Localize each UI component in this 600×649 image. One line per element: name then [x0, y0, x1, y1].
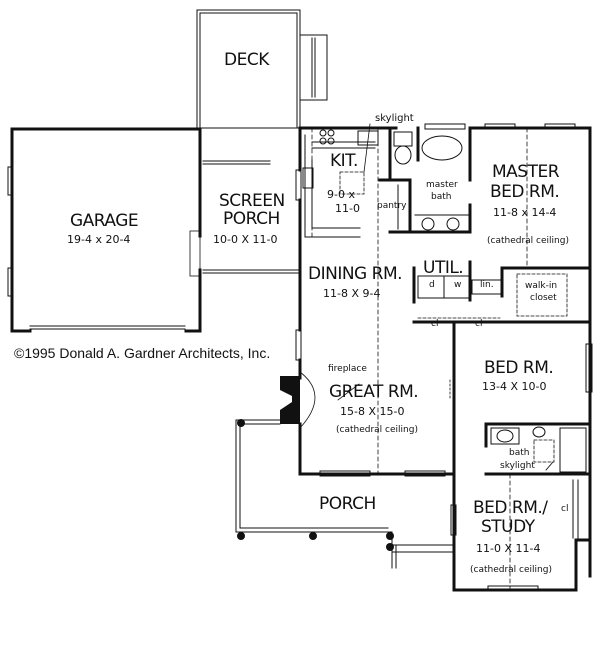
master-bed-label-2: BED RM.	[490, 182, 560, 202]
master-bed-label-1: MASTER	[492, 162, 560, 182]
garage-size: 19-4 x 20-4	[67, 233, 131, 246]
dining-size: 11-8 X 9-4	[323, 287, 381, 300]
porch-label: PORCH	[319, 494, 376, 514]
dryer-label: d	[429, 280, 435, 290]
kitchen-label: KIT.	[330, 151, 358, 171]
deck-label: DECK	[224, 50, 269, 70]
walk-in-closet-label-1: walk-in	[525, 281, 558, 291]
study-size: 11-0 X 11-4	[476, 542, 541, 555]
linen-label: lin.	[480, 280, 494, 290]
closet-label: cl	[561, 504, 569, 514]
walk-in-closet-label-2: closet	[530, 293, 557, 303]
garage-label: GARAGE	[70, 211, 139, 231]
kitchen-size-1: 9-0 x	[327, 188, 355, 201]
bedroom-size: 13-4 X 10-0	[482, 380, 547, 393]
master-bath-label-1: master	[426, 180, 458, 190]
util-label: UTIL.	[423, 258, 464, 278]
screen-porch-label-1: SCREEN	[219, 191, 285, 211]
master-bed-note: (cathedral ceiling)	[487, 236, 569, 246]
master-bath-label-2: bath	[431, 192, 452, 202]
bath-label: bath	[509, 448, 530, 458]
study-label-2: STUDY	[481, 517, 535, 537]
screen-porch-size: 10-0 X 11-0	[213, 233, 278, 246]
garage-walls	[10, 127, 202, 333]
pantry-label: pantry	[377, 201, 407, 211]
great-room-note: (cathedral ceiling)	[336, 425, 418, 435]
house-walls	[298, 126, 592, 592]
closet-label: cl	[475, 319, 483, 329]
bedroom-label: BED RM.	[484, 358, 554, 378]
great-room-size: 15-8 X 15-0	[340, 405, 405, 418]
fireplace-label: fireplace	[328, 364, 367, 374]
screen-porch-label-2: PORCH	[223, 209, 280, 229]
kitchen-size-2: 11-0	[335, 202, 360, 215]
washer-label: w	[454, 280, 462, 290]
study-label-1: BED RM./	[473, 498, 548, 518]
great-room-label: GREAT RM.	[329, 382, 419, 402]
bath-skylight-label: skylight	[500, 461, 535, 471]
kitchen-skylight-label: skylight	[375, 113, 414, 124]
dining-label: DINING RM.	[308, 264, 403, 284]
master-bed-size: 11-8 x 14-4	[493, 206, 557, 219]
fireplace	[280, 376, 300, 424]
porch-railing	[235, 419, 455, 569]
study-note: (cathedral ceiling)	[470, 565, 552, 575]
closet-label: cl	[431, 319, 439, 329]
copyright-notice: ©1995 Donald A. Gardner Architects, Inc.	[14, 345, 271, 361]
